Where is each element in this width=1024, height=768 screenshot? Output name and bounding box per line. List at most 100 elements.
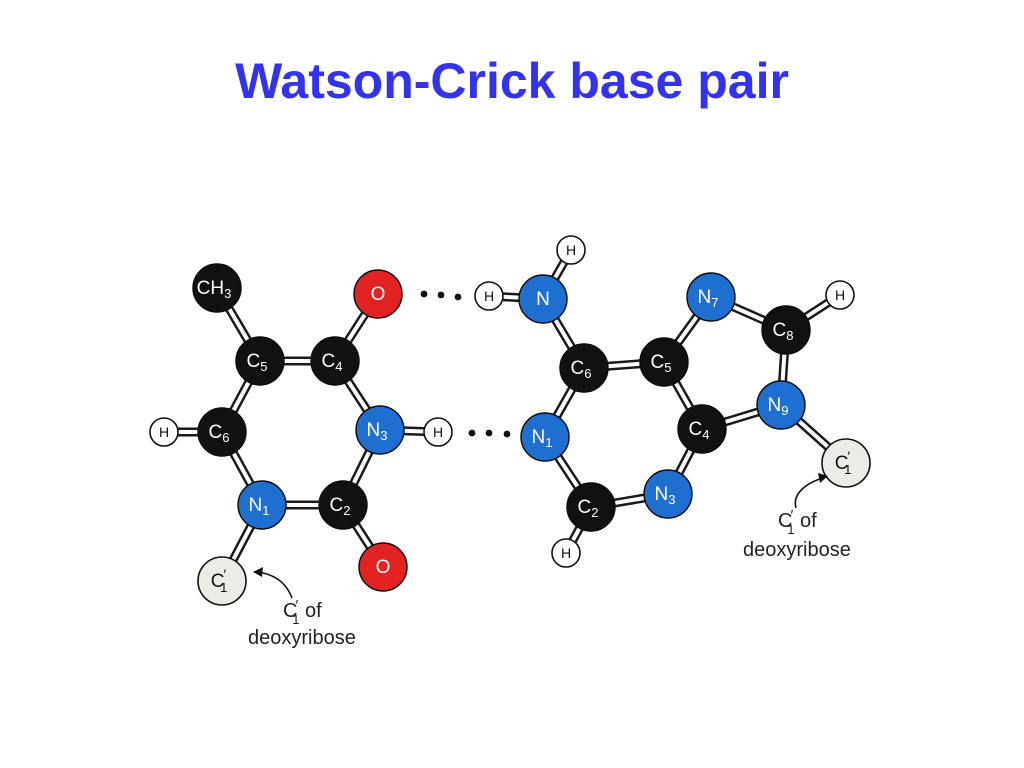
thymine-atom-c2: C2 <box>318 480 368 530</box>
thymine-atom-c1p-label: C′1 <box>211 566 228 595</box>
hydrogen-bond-dot <box>485 429 493 437</box>
thymine-caption-arrowhead <box>253 567 263 577</box>
hydrogen-bond-dot <box>468 429 476 437</box>
adenine-atom-h8: H <box>825 280 855 310</box>
adenine-caption-line2: deoxyribose <box>743 539 851 561</box>
thymine-caption-line2: deoxyribose <box>248 627 356 649</box>
adenine-atom-n7-circle <box>686 272 736 322</box>
thymine-deoxyribose-caption: C′1 of deoxyribose <box>248 567 356 649</box>
adenine-atom-n6-circle <box>518 274 568 324</box>
thymine-atom-c6-label: C6 <box>209 422 230 445</box>
bonds <box>164 247 849 584</box>
hydrogen-bond-dots <box>420 290 511 438</box>
thymine-atom-h6-label: H <box>159 424 169 440</box>
thymine-atom-ch3-circle <box>192 263 242 313</box>
thymine-atom-h6-circle <box>149 417 179 447</box>
thymine-atom-c4-circle <box>310 336 360 386</box>
adenine-atom-n6: N <box>518 274 568 324</box>
adenine-atom-h8-label: H <box>835 287 845 303</box>
thymine-caption-line1: C′1 of <box>283 597 322 627</box>
thymine-atom-c4-label: C4 <box>322 351 343 374</box>
adenine-atom-c1p-circle <box>821 438 871 488</box>
thymine-atom-n3-label: N3 <box>367 420 388 443</box>
thymine-atom-c6-circle <box>197 407 247 457</box>
adenine-atom-n9: N9 <box>756 380 806 430</box>
thymine-atom-c2-circle <box>318 480 368 530</box>
adenine-atom-c8-circle <box>761 305 811 355</box>
adenine-atom-c2-circle <box>566 482 616 532</box>
thymine-atom-n1-label: N1 <box>249 495 270 518</box>
thymine-atom-n1: N1 <box>237 480 287 530</box>
thymine-atom-o4-label: O <box>371 284 386 305</box>
adenine-atom-c4-circle <box>677 404 727 454</box>
adenine-atom-n3: N3 <box>643 469 693 519</box>
adenine-atom-n1-circle <box>520 412 570 462</box>
adenine-atom-c1p: C′1 <box>821 438 871 488</box>
adenine-atom-c2: C2 <box>566 482 616 532</box>
hydrogen-bond-dot <box>437 291 445 299</box>
thymine-atom-o2-label: O <box>376 557 391 578</box>
thymine-atom-o4-circle <box>353 269 403 319</box>
thymine-atom-n3-circle <box>355 405 405 455</box>
thymine-atom-c2-label: C2 <box>330 495 351 518</box>
adenine-atom-h8-circle <box>825 280 855 310</box>
adenine-atom-c6: C6 <box>559 343 609 393</box>
adenine-atom-c5-label: C5 <box>651 352 672 375</box>
thymine-atom-h3-circle <box>423 417 453 447</box>
adenine-caption-arrow <box>794 477 824 509</box>
adenine-atom-c6-label: C6 <box>571 358 592 381</box>
adenine-atom-c1p-label: C′1 <box>835 448 852 477</box>
slide-title: Watson-Crick base pair <box>235 53 789 109</box>
adenine-atom-n7-label: N7 <box>698 287 719 310</box>
adenine-atom-c2-label: C2 <box>578 497 599 520</box>
thymine-atom-h6: H <box>149 417 179 447</box>
adenine-atom-h-top-circle <box>556 235 586 265</box>
adenine-atom-h2-circle <box>551 538 581 568</box>
thymine-atom-h3: H <box>423 417 453 447</box>
adenine-atom-c8-label: C8 <box>773 320 794 343</box>
adenine-atom-n7: N7 <box>686 272 736 322</box>
adenine-atom-n3-label: N3 <box>655 484 676 507</box>
adenine-atom-c5: C5 <box>639 337 689 387</box>
adenine-atom-c4: C4 <box>677 404 727 454</box>
adenine-atom-n9-circle <box>756 380 806 430</box>
adenine-caption-arrowhead <box>818 473 828 483</box>
thymine-caption-arrow <box>256 571 293 599</box>
adenine-atom-h-left-label: H <box>484 288 494 304</box>
adenine-atom-h-top-label: H <box>566 242 576 258</box>
hydrogen-bond-dot <box>503 430 511 438</box>
adenine-atom-n9-label: N9 <box>768 395 789 418</box>
thymine-atom-ch3: CH3 <box>192 263 242 313</box>
adenine-atom-n1: N1 <box>520 412 570 462</box>
thymine-atom-c1p: C′1 <box>197 556 247 606</box>
adenine-deoxyribose-caption: C′1 of deoxyribose <box>743 473 851 561</box>
adenine-atom-n3-circle <box>643 469 693 519</box>
adenine-atom-h-left: H <box>474 281 504 311</box>
adenine-atom-h-top: H <box>556 235 586 265</box>
adenine-atom-h2: H <box>551 538 581 568</box>
adenine-atom-c4-label: C4 <box>689 419 710 442</box>
thymine-atom-c5: C5 <box>235 336 285 386</box>
thymine-atom-ch3-label: CH3 <box>197 278 232 301</box>
adenine-atom-n1-label: N1 <box>532 427 553 450</box>
adenine-atom-h-left-circle <box>474 281 504 311</box>
adenine-caption-line1: C′1 of <box>778 507 817 537</box>
thymine-atom-c5-label: C5 <box>247 351 268 374</box>
thymine-atom-c5-circle <box>235 336 285 386</box>
thymine-atom-c1p-circle <box>197 556 247 606</box>
adenine-atom-n6-label: N <box>536 289 550 310</box>
hydrogen-bond-dot <box>420 290 428 298</box>
thymine-atom-n3: N3 <box>355 405 405 455</box>
adenine-atom-h2-label: H <box>561 545 571 561</box>
thymine-atom-h3-label: H <box>433 424 443 440</box>
thymine-atom-o4: O <box>353 269 403 319</box>
thymine-atom-o2-circle <box>358 542 408 592</box>
adenine-atom-c6-circle <box>559 343 609 393</box>
thymine-atom-c6: C6 <box>197 407 247 457</box>
adenine-atom-c8: C8 <box>761 305 811 355</box>
adenine-atom-c5-circle <box>639 337 689 387</box>
thymine-atom-o2: O <box>358 542 408 592</box>
hydrogen-bond-dot <box>454 293 462 301</box>
